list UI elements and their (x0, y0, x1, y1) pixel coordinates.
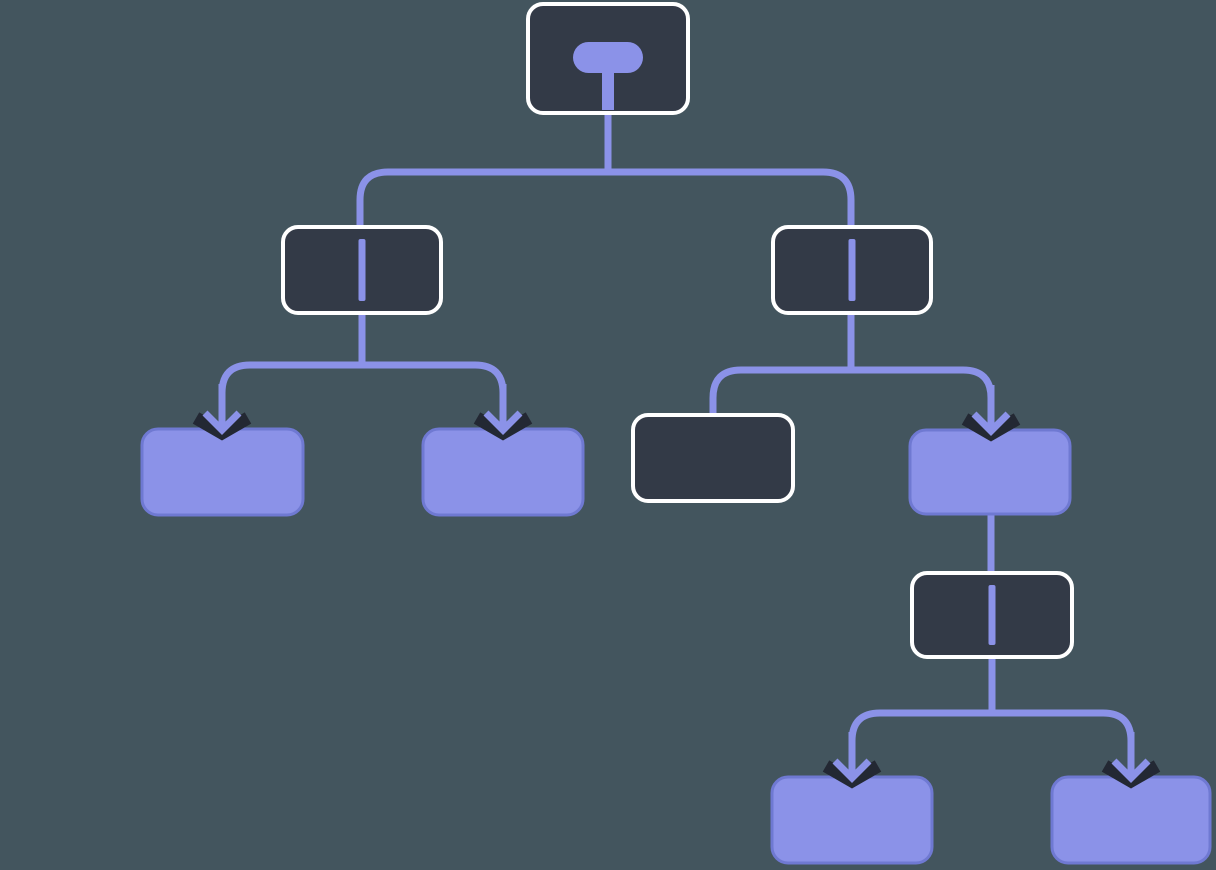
tree-node-leaf-3[interactable] (908, 428, 1072, 516)
edge-bottom-split (848, 709, 1135, 755)
tree-node-plain-dark[interactable] (631, 413, 795, 503)
collapse-arrow-icon-purple-chevron (483, 410, 523, 435)
tree-node-leaf-1[interactable] (140, 427, 305, 517)
node-title-pill-icon (573, 42, 643, 73)
collapse-arrow-icon-purple-chevron (832, 758, 872, 783)
edge-root-split (356, 168, 855, 250)
tree-node-leaf-2[interactable] (421, 427, 585, 517)
tree-node-leaf-5[interactable] (1050, 775, 1212, 865)
collapse-arrow-icon-purple-chevron (971, 411, 1011, 436)
node-content-bar-icon (358, 239, 366, 301)
collapse-arrow-icon-purple-chevron (1111, 758, 1151, 783)
collapse-arrow-icon-purple-chevron (202, 410, 242, 435)
node-stem-icon (602, 65, 614, 110)
edge-right-branch-split (709, 366, 995, 418)
edge-left-branch-split (218, 361, 507, 405)
node-content-bar-icon (988, 585, 996, 645)
tree-node-leaf-4[interactable] (770, 775, 934, 865)
node-content-bar-icon (848, 239, 856, 301)
